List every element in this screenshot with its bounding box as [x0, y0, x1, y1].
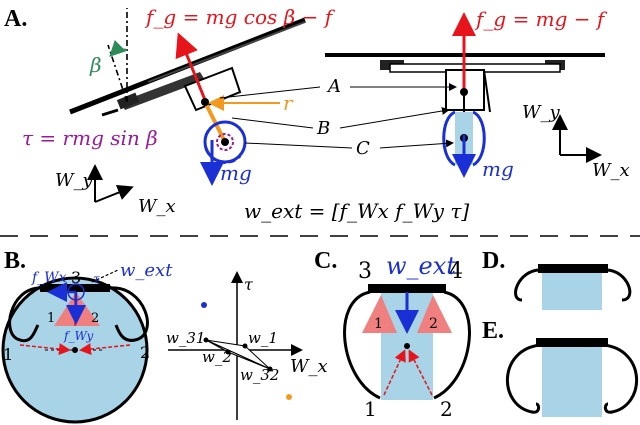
tau-b-label: τ: [93, 272, 100, 286]
panel-label-d: D.: [482, 248, 505, 274]
ref-b-label: B: [316, 118, 330, 139]
pt3-c: 3: [358, 259, 372, 284]
tilted-drone: [69, 17, 306, 117]
beta-arc: [109, 39, 128, 57]
beta-label: β: [89, 53, 102, 77]
f-wx-label: f_Wx: [31, 270, 67, 286]
mg-right-label: mg: [482, 157, 514, 181]
gripper-e: [506, 338, 638, 417]
plot-tau-label: τ: [244, 275, 254, 294]
axis-wx-left-label: W_x: [138, 196, 176, 217]
mg-left-label: mg: [220, 161, 252, 185]
tilt-axis-line: [107, 44, 128, 103]
wrench-space-plot: [168, 271, 303, 420]
r-label: r: [283, 91, 294, 115]
torque-arc: [216, 133, 234, 151]
pt2-small-b: 2: [91, 311, 99, 326]
panel-label-a: A.: [4, 6, 27, 32]
pt2-small-c: 2: [429, 316, 438, 332]
panel-label-e: E.: [482, 318, 504, 344]
pt2-b: 2: [140, 343, 150, 362]
pt1-small-b: 1: [47, 311, 55, 326]
w-ext-b-label: w_ext: [120, 260, 173, 281]
pt1-c: 1: [364, 397, 377, 421]
force-right-label: f_g = mg − f: [474, 7, 608, 31]
pt2-c: 2: [440, 397, 453, 421]
axis-wy-right-label: W_y: [522, 102, 561, 123]
pt3-b: 3: [71, 268, 81, 287]
ref-c-label: C: [356, 138, 370, 159]
w31-label: w_31: [166, 329, 205, 347]
panel-label-c: C.: [314, 248, 337, 274]
pivot-point: [201, 98, 209, 106]
tilted-force-arrow: [175, 32, 207, 101]
axis-wx-right-label: W_x: [592, 160, 630, 181]
gripper-d: [514, 264, 632, 310]
wrench-formula: w_ext = [f_Wx f_Wy τ]: [244, 199, 469, 223]
force-left-label: f_g = mg cos β − f: [144, 5, 336, 29]
axis-wx-left: [94, 185, 134, 203]
w-ext-c-label: w_ext: [386, 252, 456, 280]
w2-label: w_2: [202, 348, 232, 366]
gripper-circle-b: [1, 276, 149, 424]
w32-label: w_32: [240, 366, 279, 384]
gripper-c: [343, 284, 471, 400]
pt4-c: 4: [449, 259, 463, 284]
w1-label: w_1: [248, 329, 278, 347]
pt1-small-c: 1: [374, 316, 383, 332]
plot-wx-label: W_x: [290, 356, 328, 377]
axis-wy-left-label: W_y: [55, 170, 94, 191]
f-wy-label: f_Wy: [63, 329, 94, 343]
tau-label: τ = rmg sin β: [22, 126, 158, 150]
pt1-b: 1: [3, 345, 13, 364]
panel-label-b: B.: [4, 248, 26, 274]
ref-a-label: A: [326, 76, 341, 97]
